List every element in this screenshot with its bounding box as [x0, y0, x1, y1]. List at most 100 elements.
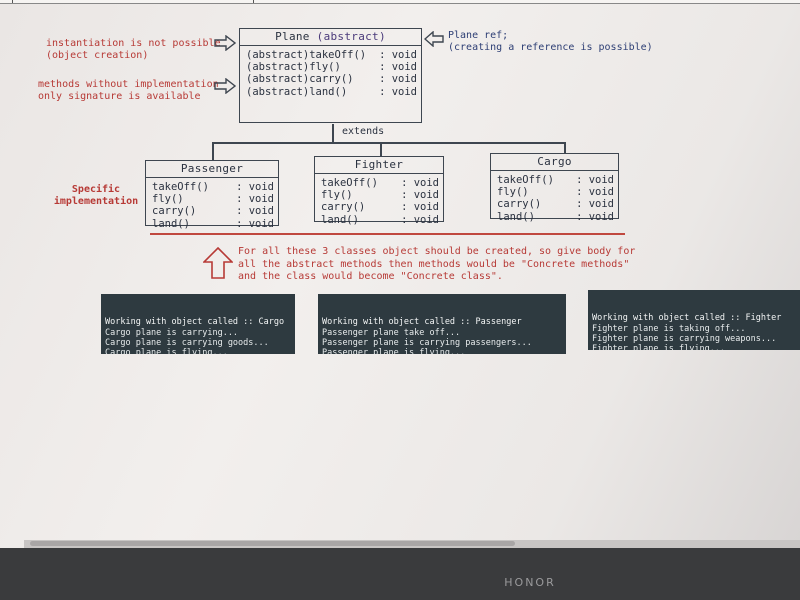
method-name: land(): [152, 217, 190, 230]
method-return-type: : void: [401, 213, 439, 226]
plane-reference-note: Plane ref; (creating a reference is poss…: [448, 30, 653, 53]
cargo-class-title: Cargo: [491, 154, 618, 171]
extends-vertical-line: [332, 124, 334, 142]
extends-horizontal-line: [212, 142, 565, 144]
method-return-type: : void: [236, 205, 274, 218]
method-return-type: : void: [401, 177, 439, 189]
method-return-type: : void: [576, 198, 614, 211]
plane-method-row: (abstract)land() : void: [246, 86, 417, 98]
method-name: carry(): [152, 205, 197, 218]
method-return-type: : void: [379, 73, 417, 86]
concrete-class-note: For all these 3 classes object should be…: [238, 246, 636, 282]
fighter-class-title: Fighter: [315, 157, 443, 174]
console-line: Cargo plane is carrying goods...: [105, 337, 269, 348]
method-name: fly(): [309, 61, 341, 74]
hollow-arrow-left-icon: [424, 31, 444, 47]
subclass-method-row: fly(): void: [152, 193, 274, 205]
methods-signature-note: methods without implementation only sign…: [38, 79, 219, 102]
plane-method-row: (abstract)fly(): void: [246, 61, 417, 73]
method-return-type: : void: [379, 49, 417, 61]
scrollbar-thumb[interactable]: [30, 541, 515, 546]
method-name: carry(): [321, 201, 366, 214]
method-name: fly(): [321, 189, 353, 202]
passenger-class-title: Passenger: [146, 161, 278, 178]
console-line: Passenger plane is flying...: [322, 348, 466, 354]
plane-method-row: (abstract)takeOff() : void: [246, 49, 417, 61]
console-line: Passenger plane take off...: [322, 327, 461, 338]
console-line: Passenger plane is carrying passengers..…: [322, 337, 532, 348]
section-divider: [150, 233, 625, 235]
method-return-type: : void: [576, 186, 614, 199]
subclass-method-row: land() : void: [152, 218, 274, 230]
method-return-type: : void: [236, 193, 274, 206]
connector-fighter: [380, 142, 382, 156]
console-header-line: Working with object called :: Fighter: [592, 313, 782, 324]
plane-method-row: (abstract)carry() : void: [246, 73, 417, 85]
method-return-type: : void: [401, 201, 439, 214]
subclass-method-row: fly() : void: [497, 186, 614, 198]
plane-class-name: Plane: [275, 30, 310, 43]
plane-class-abstract-tag: (abstract): [316, 30, 386, 43]
top-edge: [0, 0, 800, 4]
method-name: carry(): [309, 73, 354, 86]
console-header-line: Working with object called :: Passenger: [322, 317, 522, 328]
subclass-method-row: land() : void: [321, 214, 439, 226]
brand-logo: HONOR: [504, 576, 556, 589]
method-modifier: (abstract): [246, 49, 310, 61]
console-line: Fighter plane is flying...: [592, 344, 726, 350]
method-name: land(): [321, 213, 359, 226]
method-return-type: : void: [576, 210, 614, 223]
subclass-method-row: takeOff() : void: [321, 177, 439, 189]
method-name: land(): [309, 85, 348, 98]
method-name: takeOff(): [321, 177, 378, 189]
hollow-arrow-right-icon: [214, 35, 236, 51]
subclass-method-row: carry() : void: [152, 205, 274, 217]
console-line: Fighter plane is carrying weapons...: [592, 333, 777, 344]
plane-class-title: Plane (abstract): [240, 29, 421, 46]
subclass-method-row: takeOff() : void: [152, 181, 274, 193]
method-modifier: (abstract): [246, 73, 310, 86]
instantiation-note: instantiation is not possible (object cr…: [46, 38, 221, 61]
method-return-type: : void: [236, 181, 274, 193]
plane-method-list: (abstract)takeOff(): void(abstract)fly()…: [240, 46, 421, 100]
subclass-method-row: carry() : void: [321, 201, 439, 213]
method-name: land(): [497, 210, 535, 223]
hollow-arrow-right-icon: [214, 78, 236, 94]
console-line: Cargo plane is flying...: [105, 348, 228, 354]
method-name: carry(): [497, 198, 542, 211]
connector-cargo: [564, 142, 566, 153]
method-return-type: : void: [379, 61, 417, 74]
screen: Plane (abstract) (abstract)takeOff(): vo…: [0, 0, 800, 548]
method-return-type: : void: [401, 189, 439, 202]
method-name: takeOff(): [497, 174, 554, 186]
subclass-method-row: takeOff() : void: [497, 174, 614, 186]
subclass-method-row: fly() : void: [321, 189, 439, 201]
method-name: takeOff(): [309, 49, 367, 61]
method-return-type: : void: [576, 174, 614, 186]
method-return-type: : void: [236, 217, 274, 230]
subclass-method-row: carry() : void: [497, 198, 614, 210]
method-name: fly(): [497, 186, 529, 199]
cargo-class-box: Cargo takeOff() : void fly() : void carry():…: [490, 153, 619, 223]
hollow-arrow-up-icon: [203, 247, 233, 279]
horizontal-scrollbar[interactable]: [24, 540, 800, 548]
method-return-type: : void: [379, 85, 417, 98]
plane-abstract-class-box: Plane (abstract) (abstract)takeOff(): vo…: [239, 28, 422, 123]
method-modifier: (abstract): [246, 85, 310, 98]
console-line: Cargo plane is carrying...: [105, 327, 239, 338]
subclass-method-row: land() : void: [497, 211, 614, 223]
extends-label: extends: [342, 126, 385, 137]
console-header-line: Working with object called :: Cargo: [105, 317, 285, 328]
specific-implementation-label: Specific implementation: [53, 184, 139, 207]
console-line: Fighter plane is taking off...: [592, 323, 746, 334]
connector-passenger: [212, 142, 214, 160]
method-name: takeOff(): [152, 181, 209, 193]
